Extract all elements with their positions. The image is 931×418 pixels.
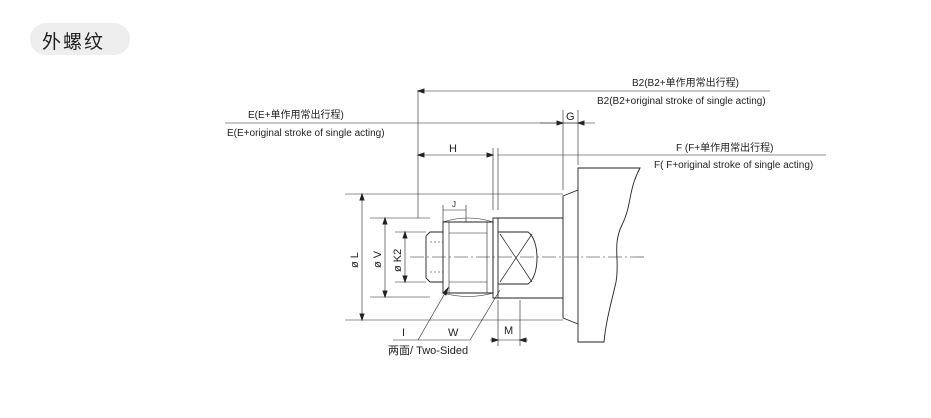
label-b2-cn: B2(B2+单作用常出行程) xyxy=(632,76,739,89)
label-i: I xyxy=(402,327,405,339)
arrow-m-right xyxy=(518,337,527,343)
label-g: G xyxy=(566,111,575,123)
flange xyxy=(562,189,579,325)
label-f-cn: F (F+单作用常出行程) xyxy=(676,141,774,154)
label-k2: ø K2 xyxy=(392,249,404,272)
arrow-v-top xyxy=(382,216,388,225)
label-h: H xyxy=(449,143,457,155)
nut-arc-top xyxy=(442,217,494,223)
section-tag: 外螺纹 xyxy=(30,23,130,55)
arrow-g-left xyxy=(556,120,565,126)
label-e-en: E(E+original stroke of single acting) xyxy=(227,128,385,139)
arrow-b2 xyxy=(416,88,425,94)
arrow-m-left xyxy=(491,337,500,343)
arrow-h-left xyxy=(416,152,425,158)
cylinder-body xyxy=(577,167,641,343)
label-j: J xyxy=(452,200,456,209)
arrow-i xyxy=(442,286,449,296)
label-two-sided: 两面/ Two-Sided xyxy=(388,345,468,357)
wrench-flat-cross-b xyxy=(499,233,533,283)
leader-w xyxy=(469,289,501,341)
hex-nut xyxy=(442,221,494,294)
threaded-stud xyxy=(425,231,443,283)
arrow-l-top xyxy=(359,192,365,201)
label-m: M xyxy=(504,325,513,337)
label-e-cn: E(E+单作用常出行程) xyxy=(248,108,344,121)
section-tag-label: 外螺纹 xyxy=(42,31,106,53)
label-l: ø L xyxy=(349,252,361,268)
hex-nut-chamfer xyxy=(448,222,488,293)
label-b2-en: B2(B2+original stroke of single acting) xyxy=(597,96,766,107)
arrow-k2-top xyxy=(402,230,408,239)
arrow-h-right xyxy=(486,152,495,158)
arrow-v-bottom xyxy=(382,290,388,299)
wrench-flat xyxy=(498,231,538,285)
arrow-g-right xyxy=(576,120,585,126)
leader-i xyxy=(417,287,449,341)
label-v: ø V xyxy=(372,250,384,268)
piston-rod xyxy=(492,217,563,299)
nut-arc-bottom xyxy=(442,292,494,297)
label-f-en: F( F+original stroke of single acting) xyxy=(654,160,813,171)
arrow-k2-bottom xyxy=(402,275,408,284)
hex-nut-facets xyxy=(449,232,487,283)
label-w: W xyxy=(448,327,459,339)
arrow-l-bottom xyxy=(359,313,365,322)
